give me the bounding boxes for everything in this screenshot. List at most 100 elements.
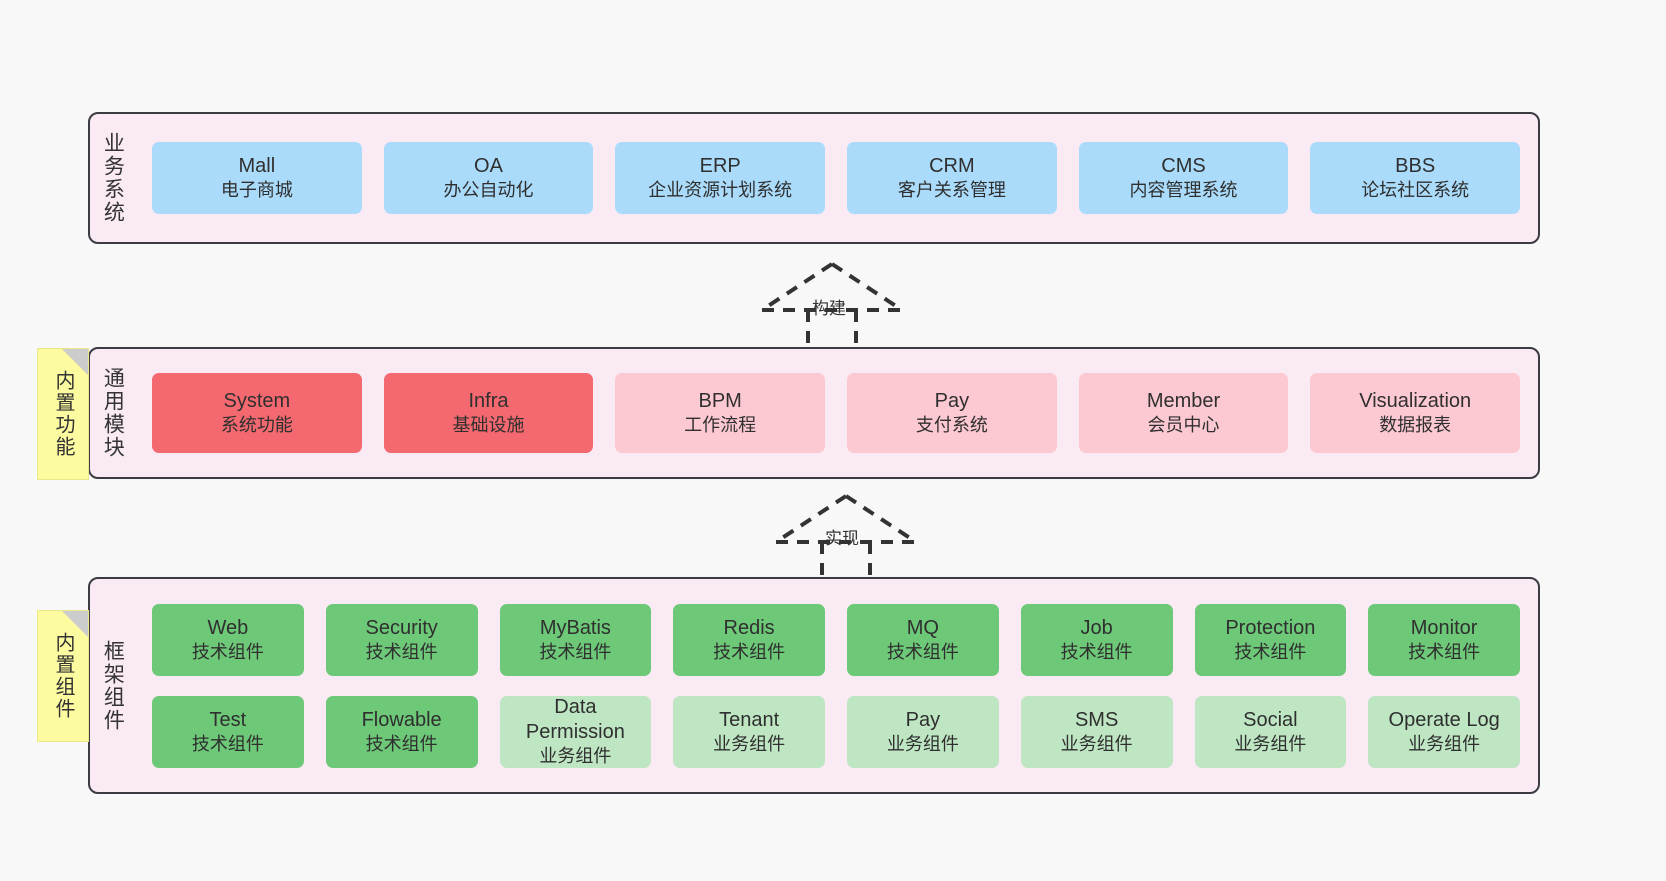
box-desc: 技术组件	[1060, 641, 1133, 662]
box-desc: 技术组件	[365, 641, 438, 662]
box-name: Job	[1080, 616, 1113, 639]
box-desc: 技术组件	[191, 733, 264, 754]
box-name: Mall	[238, 155, 276, 178]
sticky-note-builtin-features-label: 内置功能	[52, 370, 74, 458]
sticky-note-builtin-components-label: 内置组件	[52, 632, 74, 720]
relation-label-build: 构建	[812, 299, 846, 318]
box-desc: 基础设施	[452, 415, 525, 436]
box-desc: 工作流程	[684, 415, 757, 436]
box-desc: 业务组件	[886, 733, 959, 754]
box-name: CMS	[1161, 155, 1206, 178]
box-name: SMS	[1074, 708, 1119, 731]
sticky-note-builtin-components: 内置组件	[37, 610, 89, 742]
box-desc: 技术组件	[191, 641, 264, 662]
box-name: Data Permission	[525, 695, 625, 744]
box-desc: 技术组件	[1234, 641, 1307, 662]
box-desc: 会员中心	[1147, 415, 1220, 436]
layer-title-framework-components: 框架组件	[101, 639, 125, 732]
box-desc: 客户关系管理	[897, 180, 1006, 201]
box-name: Tenant	[719, 708, 780, 731]
box-desc: 系统功能	[220, 415, 293, 436]
box-name: Infra	[468, 390, 509, 413]
box-desc: 数据报表	[1379, 415, 1452, 436]
box-name: Monitor	[1410, 616, 1478, 639]
box-name: Pay	[934, 390, 970, 413]
box-desc: 技术组件	[713, 641, 786, 662]
sticky-fold-corner-icon	[62, 349, 88, 375]
box-name: CRM	[929, 155, 975, 178]
box-desc: 内容管理系统	[1129, 180, 1238, 201]
box-desc: 业务组件	[713, 733, 786, 754]
layer-title-common-modules: 通用模块	[101, 367, 125, 459]
sticky-fold-corner-icon	[62, 611, 88, 637]
box-desc: 企业资源计划系统	[648, 180, 793, 201]
relation-label-implement: 实现	[825, 529, 859, 548]
box-desc: 业务组件	[1234, 733, 1307, 754]
box-desc: 技术组件	[539, 641, 612, 662]
box-name: Pay	[905, 708, 941, 731]
box-name: Test	[209, 708, 247, 731]
box-name: ERP	[699, 155, 741, 178]
sticky-note-builtin-features: 内置功能	[37, 348, 89, 480]
box-name: Visualization	[1359, 390, 1472, 413]
box-desc: 论坛社区系统	[1361, 180, 1470, 201]
box-name: BPM	[698, 390, 742, 413]
box-desc: 技术组件	[1408, 641, 1481, 662]
box-desc: 技术组件	[365, 733, 438, 754]
box-name: MQ	[906, 616, 939, 639]
box-name: Social	[1243, 708, 1298, 731]
box-name: Redis	[723, 616, 775, 639]
box-name: BBS	[1395, 155, 1436, 178]
box-name: System	[223, 390, 291, 413]
box-name: Operate Log	[1388, 708, 1500, 731]
box-name: MyBatis	[539, 616, 611, 639]
box-desc: 业务组件	[1408, 733, 1481, 754]
box-desc: 技术组件	[886, 641, 959, 662]
box-desc: 电子商城	[220, 180, 293, 201]
box-name: Web	[207, 616, 249, 639]
layer-title-business-systems: 业务系统	[101, 132, 125, 224]
box-desc: 支付系统	[915, 415, 988, 436]
box-name: Security	[365, 616, 438, 639]
box-name: Protection	[1225, 616, 1316, 639]
